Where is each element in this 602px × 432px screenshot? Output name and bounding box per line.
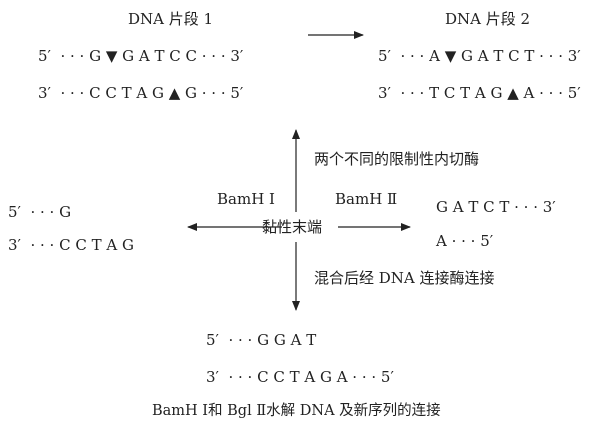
fragment1-top-strand: 5′ · · · G ▼ G A T C C · · · 3′ <box>38 47 244 65</box>
bamh1-label: BamH Ⅰ <box>217 190 275 208</box>
result-bottom-strand: 3′ · · · C C T A G A · · · 5′ <box>206 368 394 386</box>
enzymes-label: 两个不同的限制性内切酶 <box>314 150 480 168</box>
fragment2-bottom-strand: 3′ · · · T C T A G ▲ A · · · 5′ <box>378 84 581 102</box>
right-end-top-strand: G A T C T · · · 3′ <box>436 198 556 216</box>
right-end-bottom-strand: A · · · 5′ <box>436 232 494 250</box>
figure-caption: BamH Ⅰ和 Bgl Ⅱ水解 DNA 及新序列的连接 <box>152 403 441 419</box>
fragment2-top-strand: 5′ · · · A ▼ G A T C T · · · 3′ <box>378 47 581 65</box>
bamh2-label: BamH Ⅱ <box>335 190 398 208</box>
result-top-strand: 5′ · · · G G A T <box>206 331 317 349</box>
fragment2-title: DNA 片段 2 <box>445 10 531 28</box>
ligase-label: 混合后经 DNA 连接酶连接 <box>314 269 495 287</box>
sticky-ends-label: 黏性末端 <box>262 218 323 236</box>
fragment1-title: DNA 片段 1 <box>128 10 214 28</box>
left-end-bottom-strand: 3′ · · · C C T A G <box>8 236 134 254</box>
fragment1-bottom-strand: 3′ · · · C C T A G ▲ G · · · 5′ <box>38 84 244 102</box>
left-end-top-strand: 5′ · · · G <box>8 203 72 221</box>
